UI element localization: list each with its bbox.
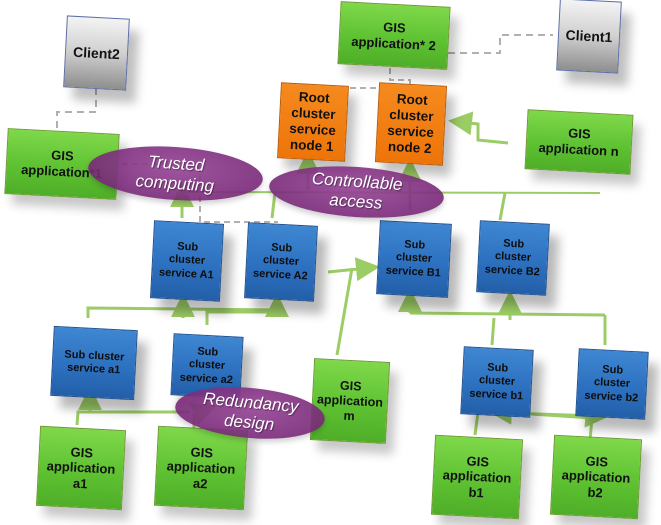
link-gisb2-up [488, 400, 594, 441]
sub-cluster-b2[interactable]: Sub cluster service b2 [575, 348, 649, 420]
redundancy-design-label: Redundancy design [202, 389, 300, 435]
root2-label: Root cluster service node 2 [386, 90, 435, 157]
gis-application-b2[interactable]: GIS application b2 [549, 434, 643, 520]
A1-label: Sub cluster service A1 [158, 240, 214, 281]
client1-node[interactable]: Client1 [556, 0, 622, 74]
B2-label: Sub cluster service B2 [484, 237, 541, 279]
sub-cluster-A1[interactable]: Sub cluster service A1 [150, 220, 224, 302]
client2-label: Client2 [72, 43, 121, 62]
root-cluster-node-1[interactable]: Root cluster service node 1 [277, 82, 349, 162]
a2-label: Sub cluster service a2 [179, 345, 234, 386]
link-B2-up [498, 192, 507, 221]
dashed-link-gis2-roots [389, 68, 411, 90]
link-a-bus [86, 306, 281, 318]
b2-label: Sub cluster service b2 [584, 363, 639, 404]
gis-m-label: GIS application m [316, 377, 384, 423]
link-b-bus [409, 311, 606, 317]
gis-a2-label: GIS application a2 [166, 444, 236, 492]
gis-n-label: GIS application n [538, 125, 620, 160]
gis-application-b1[interactable]: GIS application b1 [430, 434, 524, 520]
dashed-link-client2-gis1 [56, 88, 97, 135]
gis-application-n[interactable]: GIS application n [524, 109, 634, 175]
controllable-access-label: Controllable access [311, 169, 404, 213]
sub-cluster-B1[interactable]: Sub cluster service B1 [376, 220, 452, 298]
sub-cluster-a1[interactable]: Sub cluster service a1 [50, 325, 138, 401]
gis-star2-label: GIS application* 2 [351, 19, 437, 53]
a1-label: Sub cluster service a1 [64, 348, 125, 377]
A2-label: Sub cluster service A2 [252, 241, 308, 282]
gis-a1-label: GIS application a1 [46, 444, 116, 492]
gis-application-a1[interactable]: GIS application a1 [35, 425, 127, 511]
sub-cluster-A2[interactable]: Sub cluster service A2 [244, 222, 318, 302]
gis-b2-label: GIS application b2 [561, 453, 631, 501]
sub-cluster-b1[interactable]: Sub cluster service b1 [460, 346, 534, 418]
dashed-link-gis1-A [122, 163, 278, 223]
link-a-to-A2 [205, 293, 289, 325]
link-gism-up [335, 267, 354, 356]
link-A2-up [270, 191, 277, 219]
client1-label: Client1 [565, 26, 613, 45]
B1-label: Sub cluster service B1 [385, 238, 442, 280]
gis-application-m[interactable]: GIS application m [309, 358, 391, 444]
root-cluster-node-2[interactable]: Root cluster service node 2 [374, 82, 448, 166]
b1-label: Sub cluster service b1 [469, 361, 524, 402]
dashed-link-client1-gis2 [448, 34, 553, 54]
root1-label: Root cluster service node 1 [288, 88, 337, 155]
link-gism-branch [327, 257, 380, 282]
client2-node[interactable]: Client2 [63, 15, 130, 91]
gis-b1-label: GIS application b1 [442, 453, 512, 501]
link-gisa1-up [75, 410, 190, 426]
trusted-computing-label: Trusted computing [135, 152, 215, 196]
gis-application-a2[interactable]: GIS application a2 [153, 425, 249, 511]
sub-cluster-B2[interactable]: Sub cluster service B2 [476, 220, 550, 296]
link-gisn-root2 [448, 111, 509, 145]
gis-application-star2[interactable]: GIS application* 2 [337, 1, 451, 70]
link-b1-up [490, 317, 496, 346]
